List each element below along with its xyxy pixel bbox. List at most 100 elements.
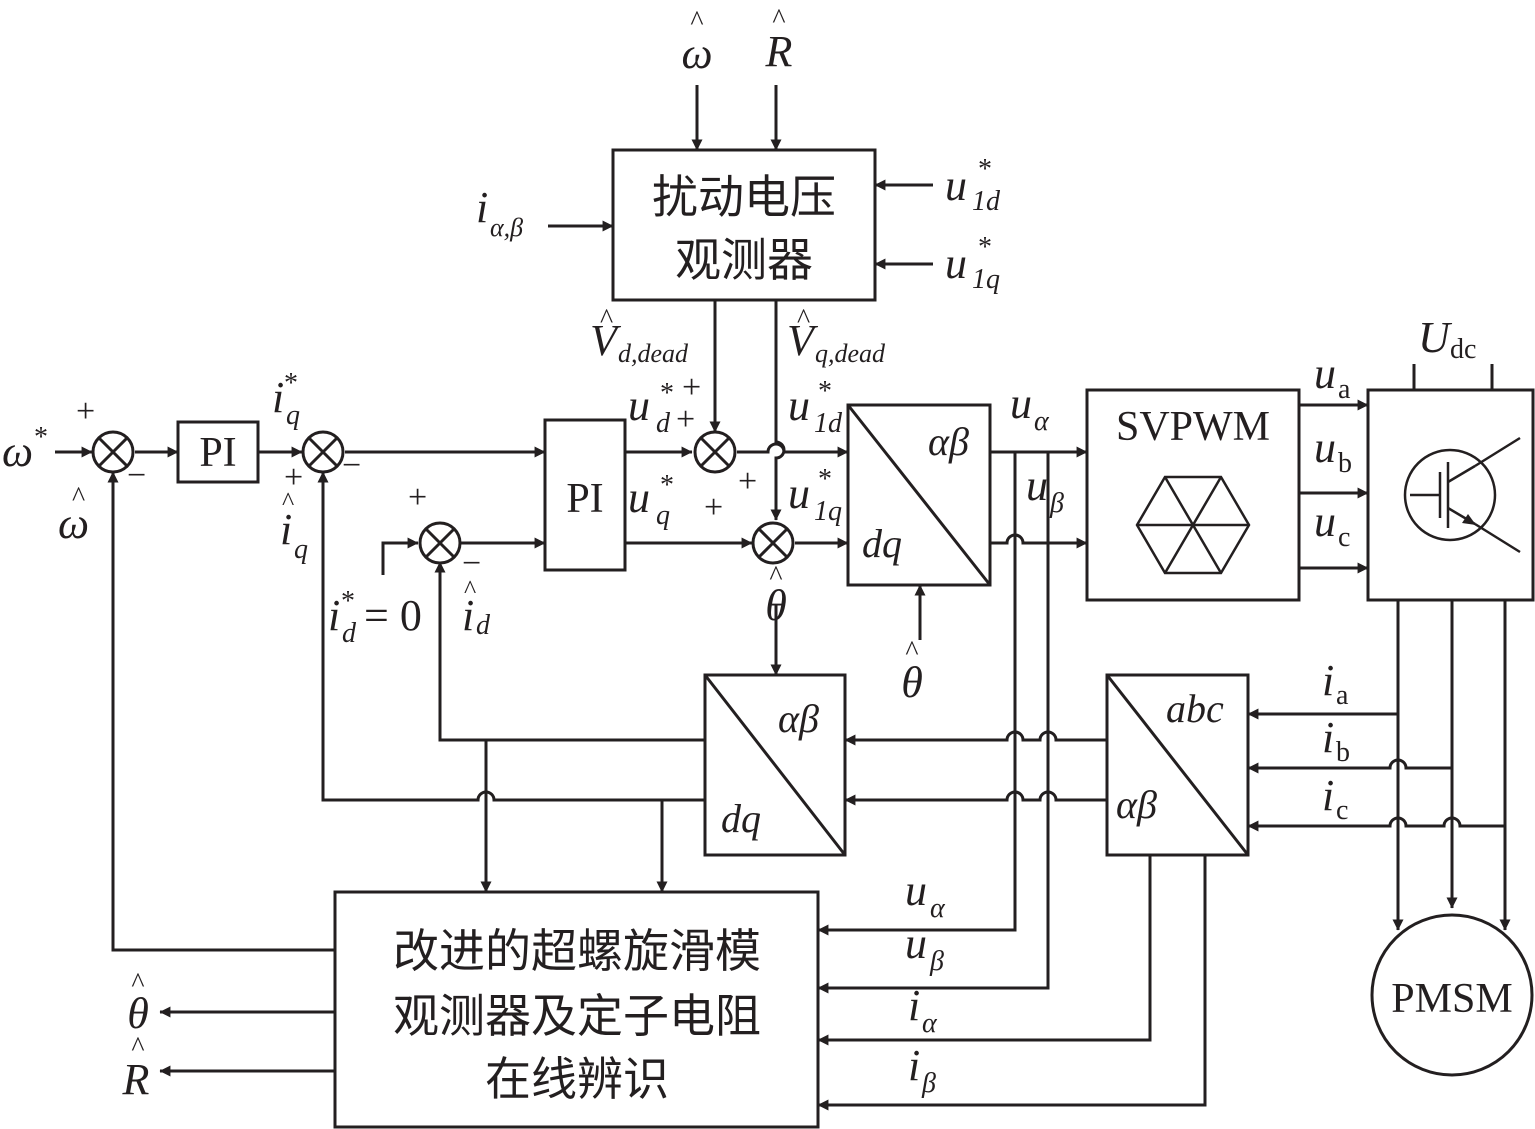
svg-text:i: i (476, 183, 488, 232)
svg-text:b: b (1336, 737, 1350, 768)
svg-text:α: α (922, 1008, 938, 1039)
label-iq-hat: ^ i q (280, 487, 308, 565)
svg-text:*: * (284, 368, 298, 399)
label-theta-hat-mid: ^ θ (765, 561, 787, 630)
svg-text:^: ^ (464, 575, 476, 604)
svg-text:u: u (628, 473, 650, 522)
label-u-alpha-top: u α (1010, 379, 1050, 437)
sign-plus-speed: + (76, 393, 95, 430)
label-theta-hat-out: ^ θ (127, 968, 149, 1038)
svg-text:u: u (788, 381, 810, 430)
sign-plus-uq-left: + (704, 489, 723, 526)
inverse-park-block: αβ dq (846, 403, 992, 587)
current-pi-label: PI (566, 476, 603, 522)
observer-label-line1: 扰动电压 (652, 170, 836, 224)
svg-text:^: ^ (72, 482, 85, 513)
svg-text:*: * (978, 232, 992, 263)
svg-text:q,dead: q,dead (815, 339, 886, 368)
svg-text:*: * (818, 464, 832, 495)
label-u-beta-top: u β (1026, 461, 1064, 519)
svg-text:θ: θ (765, 581, 787, 630)
svg-text:1q: 1q (972, 264, 1000, 295)
sign-plus-ud-left: + (676, 401, 695, 438)
svg-text:α: α (930, 893, 946, 924)
svg-text:ω: ω (2, 427, 33, 476)
label-i-alphabeta: i α,β (476, 183, 523, 242)
svg-text:α,β: α,β (490, 213, 523, 242)
svg-text:1q: 1q (814, 496, 842, 527)
sign-plus-ud-top: + (682, 369, 701, 406)
sum-id (418, 521, 462, 565)
label-udc: U dc (1418, 313, 1476, 365)
label-uq-star: u * q (628, 470, 674, 531)
svg-text:β: β (929, 946, 944, 977)
label-ib: i b (1322, 713, 1350, 768)
svg-text:u: u (1026, 461, 1048, 510)
svg-text:*: * (978, 154, 992, 185)
label-u-alpha-obs: u α (905, 866, 946, 924)
label-omega-hat-fb: ^ ω (58, 482, 89, 548)
svg-text:1d: 1d (972, 186, 1001, 217)
svg-text:i: i (908, 981, 920, 1030)
label-id-hat: ^ i d (462, 575, 491, 641)
svg-text:*: * (660, 378, 674, 409)
label-u1d-star-right: u * 1d (945, 154, 1001, 217)
svg-text:α: α (1034, 406, 1050, 437)
svg-text:R: R (765, 27, 793, 76)
sign-minus-id: − (462, 545, 481, 582)
park-dq-label: dq (721, 796, 761, 841)
igbt-icon (1403, 436, 1521, 554)
park-ab-label: αβ (778, 696, 819, 741)
svg-text:u: u (1010, 379, 1032, 428)
svg-text:*: * (341, 586, 355, 617)
svpwm-label: SVPWM (1116, 404, 1270, 450)
svg-text:u: u (905, 866, 927, 915)
svg-text:u: u (628, 381, 650, 430)
label-omega-star: ω * (2, 422, 48, 476)
svg-text:i: i (1322, 771, 1334, 820)
pmsm-motor: PMSM (1370, 913, 1534, 1077)
label-ic: i c (1322, 771, 1348, 826)
svg-text:ω: ω (681, 29, 712, 78)
svg-text:^: ^ (797, 304, 810, 335)
label-vq-dead: ^ V q,dead (787, 304, 886, 368)
svg-text:^: ^ (769, 561, 782, 592)
sign-plus-iq: + (284, 459, 303, 496)
svg-text:β: β (921, 1068, 936, 1099)
svg-text:*: * (34, 422, 48, 453)
svg-text:^: ^ (905, 636, 918, 667)
inverter-block (1366, 388, 1535, 602)
svg-text:u: u (1314, 497, 1336, 546)
label-i-alpha-obs: i α (908, 981, 938, 1039)
svg-text:u: u (1314, 349, 1336, 398)
hexagon-icon (1135, 475, 1251, 575)
svg-text:= 0: = 0 (364, 591, 422, 640)
svg-text:a: a (1338, 374, 1351, 405)
sign-minus-iq: − (342, 447, 361, 484)
label-u1q-star-mid: u * 1q (788, 464, 842, 527)
svg-text:d: d (656, 408, 671, 439)
label-r-hat-top: ^ R (765, 4, 793, 76)
current-pi-controller: PI (543, 418, 627, 572)
label-id-star-zero: i * d = 0 (328, 586, 422, 649)
svg-text:u: u (788, 469, 810, 518)
pmsm-label: PMSM (1391, 976, 1512, 1022)
svg-text:i: i (272, 373, 284, 422)
svg-text:b: b (1338, 448, 1352, 479)
label-vd-dead: ^ V d,dead (590, 304, 689, 368)
sign-minus-speed: − (127, 457, 146, 494)
inverse-park-ab-label: αβ (928, 419, 969, 464)
smo-label-line1: 改进的超螺旋滑模 (393, 924, 761, 978)
svg-text:i: i (908, 1041, 920, 1090)
svg-text:u: u (905, 919, 927, 968)
sum-uq (751, 521, 795, 565)
label-ua: u a (1314, 349, 1351, 405)
svg-text:*: * (660, 470, 674, 501)
svg-text:i: i (1322, 713, 1334, 762)
label-u1d-star-mid: u * 1d (788, 376, 843, 439)
smo-label-line3: 在线辨识 (485, 1052, 669, 1106)
svpwm-block: SVPWM (1085, 388, 1301, 602)
svg-text:d,dead: d,dead (618, 339, 689, 368)
sum-ud (693, 430, 737, 474)
